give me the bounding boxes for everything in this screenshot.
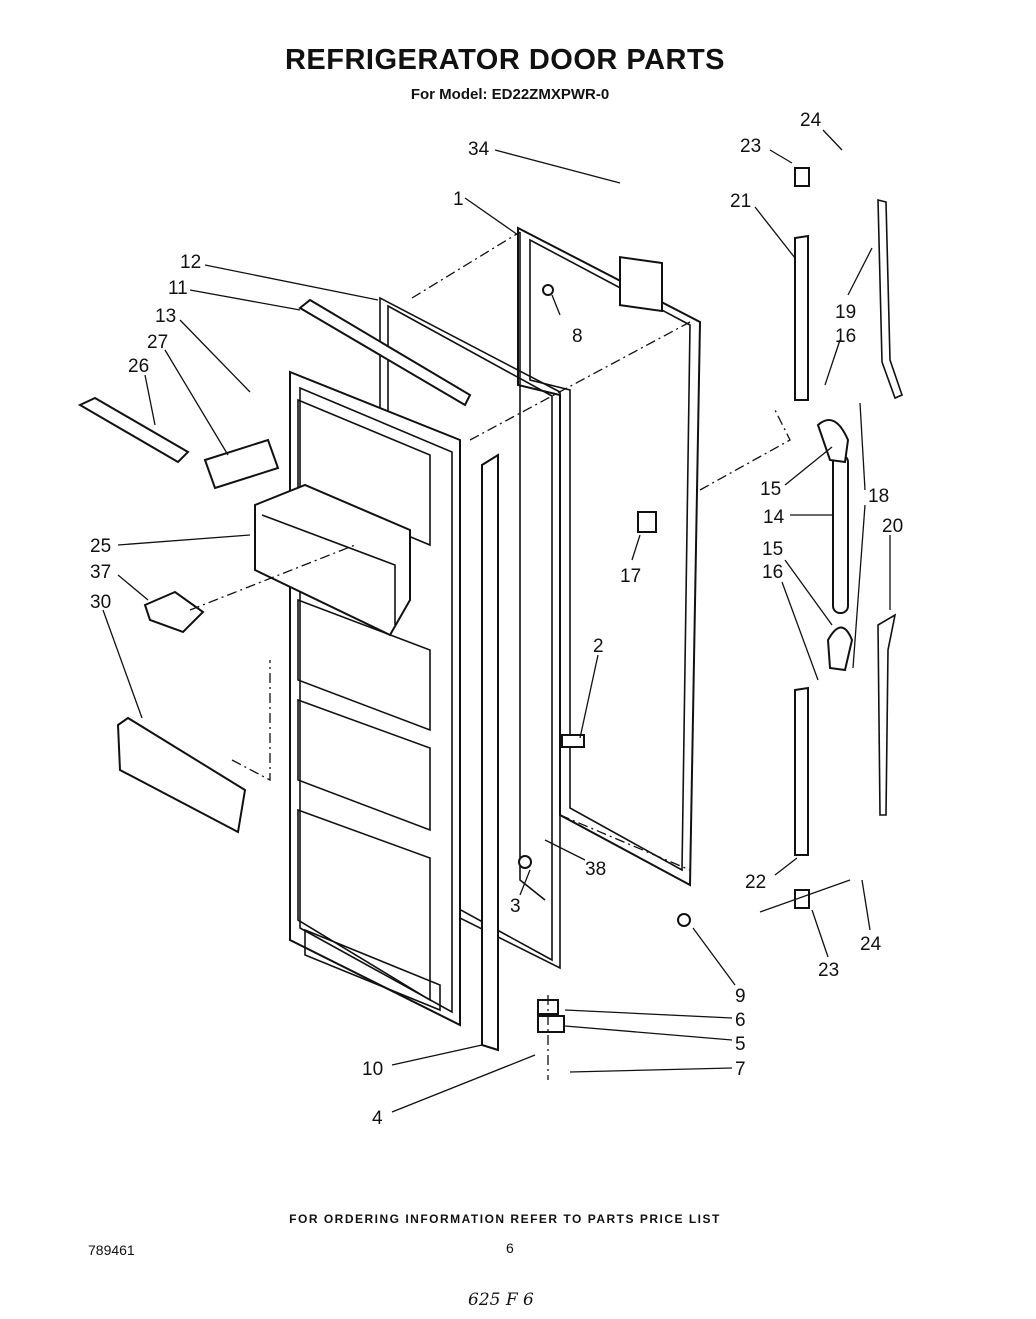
callout: 16 <box>835 326 856 347</box>
callout: 5 <box>735 1034 746 1055</box>
document-number: 789461 <box>88 1242 135 1258</box>
callout: 23 <box>740 136 761 157</box>
callout: 38 <box>585 859 606 880</box>
callout: 3 <box>510 896 521 917</box>
callout: 14 <box>763 507 785 528</box>
handle-19 <box>877 198 903 400</box>
leader-lines <box>102 129 891 1113</box>
callout: 17 <box>620 566 641 587</box>
trim-26 <box>77 396 190 464</box>
page-title: REFRIGERATOR DOOR PARTS <box>284 44 726 76</box>
model-subtitle: For Model: ED22ZMXPWR-0 <box>410 86 610 103</box>
callout: 30 <box>90 592 111 613</box>
callout: 18 <box>868 486 889 507</box>
callout: 6 <box>735 1010 746 1031</box>
callout: 13 <box>155 306 176 327</box>
bracket-27 <box>203 438 280 490</box>
tray-37 <box>143 590 205 634</box>
breaker-strip <box>481 453 499 1052</box>
label-34 <box>619 255 663 313</box>
callout: 21 <box>730 191 751 212</box>
callout: 10 <box>362 1059 383 1080</box>
callout-labels: 34 1 8 12 11 13 27 26 25 37 30 24 23 21 … <box>90 110 903 1129</box>
callout: 2 <box>593 636 604 657</box>
callout: 12 <box>180 252 201 273</box>
ordering-note: FOR ORDERING INFORMATION REFER TO PARTS … <box>289 1212 721 1226</box>
callout: 1 <box>453 189 464 210</box>
top-trim-strip <box>298 298 472 407</box>
callout: 9 <box>735 986 746 1007</box>
callout: 11 <box>168 278 188 299</box>
callout: 26 <box>128 356 149 377</box>
callout: 34 <box>468 139 490 160</box>
callout: 15 <box>762 539 783 560</box>
page-number: 6 <box>506 1240 514 1256</box>
door-bin-30 <box>116 716 247 834</box>
callout: 24 <box>800 110 822 131</box>
dispenser-bin <box>254 483 411 637</box>
callout: 15 <box>760 479 781 500</box>
callout: 37 <box>90 562 111 583</box>
callout: 16 <box>762 562 783 583</box>
tube-14 <box>832 454 849 614</box>
callout: 25 <box>90 536 111 557</box>
callout: 23 <box>818 960 839 981</box>
handle-20 <box>877 613 897 816</box>
handwritten-note: 625 F 6 <box>468 1290 534 1310</box>
door-outer-panel <box>517 226 702 901</box>
callout: 20 <box>882 516 903 537</box>
callout: 7 <box>735 1059 746 1080</box>
hardware <box>518 167 854 1033</box>
assembly-lines <box>189 231 791 1080</box>
callout: 24 <box>860 934 882 955</box>
callout: 22 <box>745 872 766 893</box>
callout: 27 <box>147 332 168 353</box>
hinge-cover-21 <box>794 234 809 401</box>
hinge-cover-22 <box>794 686 809 856</box>
callout: 8 <box>572 326 583 347</box>
inner-door-liner <box>289 370 461 1027</box>
callout: 19 <box>835 302 856 323</box>
callout: 4 <box>372 1108 383 1129</box>
